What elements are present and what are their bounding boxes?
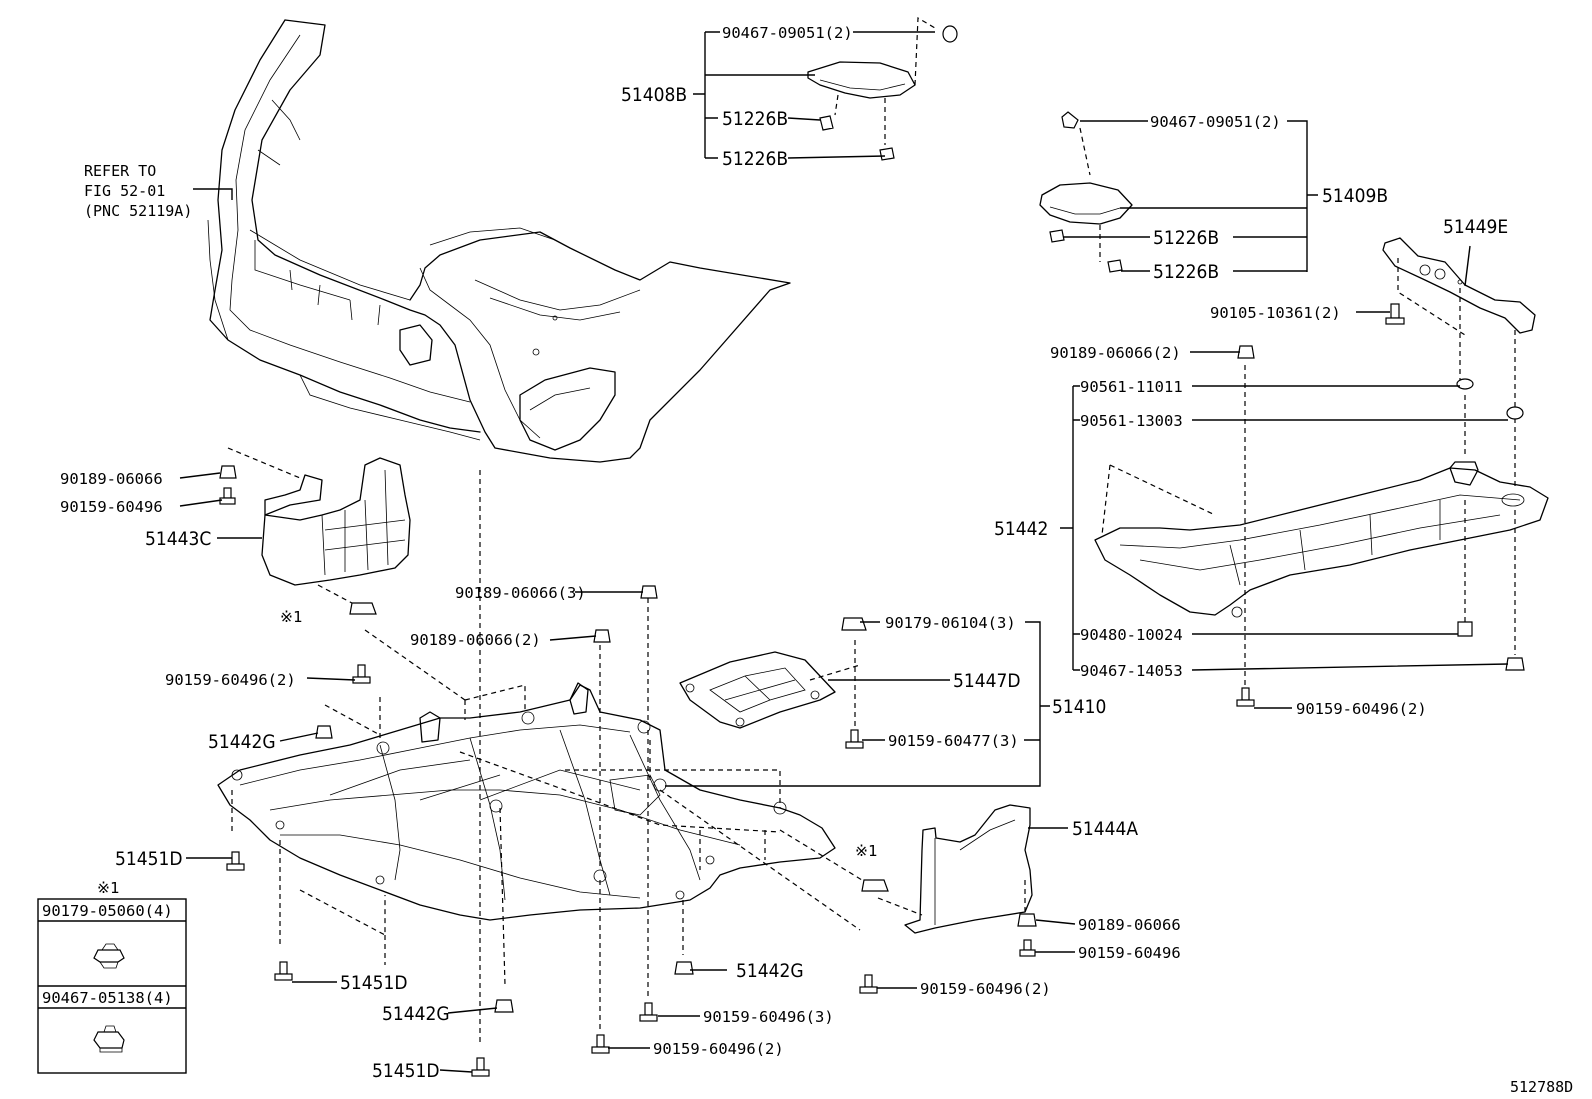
nut-90480-10024	[1457, 621, 1473, 637]
label-90159-60496-2-bottom-right: 90159-60496(2)	[920, 980, 1051, 998]
label-51451d-bottom: 51451D	[372, 1060, 440, 1082]
clip-90189-06066-3	[640, 585, 658, 599]
reference-note-line-2: FIG 52-01	[84, 182, 165, 200]
shield-51444a	[877, 804, 1033, 934]
label-90159-60477: 90159-60477(3)	[888, 732, 1019, 750]
label-90159-60496-2-bottom: 90159-60496(2)	[653, 1040, 784, 1058]
under-cover-51442	[1094, 365, 1549, 690]
label-51442: 51442	[994, 518, 1048, 540]
label-51449e: 51449E	[1443, 216, 1508, 238]
label-90480-10024: 90480-10024	[1080, 626, 1183, 644]
fastener-90467-09051-top	[942, 25, 958, 43]
bolt-90159-60496-3	[639, 1002, 658, 1022]
speed-nut-note-left	[349, 602, 377, 615]
bolt-90159-60496-left-top	[219, 487, 236, 505]
label-90189-06066-bottom-right: 90189-06066	[1078, 916, 1181, 934]
label-90105-10361: 90105-10361(2)	[1210, 304, 1341, 322]
fastener-90467-09051-right	[1061, 111, 1079, 129]
label-51444a: 51444A	[1072, 818, 1138, 840]
nut-90561-11011	[1456, 378, 1474, 390]
speed-nut-note-right	[861, 879, 889, 892]
note-mark-left: ※1	[280, 608, 302, 626]
label-51409b: 51409B	[1322, 185, 1388, 207]
nut-90561-13003	[1506, 406, 1524, 420]
label-51451d-bottom-left: 51451D	[340, 972, 408, 994]
bolt-90159-60496-bottom-right	[1019, 939, 1036, 957]
bolt-90159-60496-2-bottom	[591, 1034, 610, 1054]
label-51226b-top-b: 51226B	[722, 148, 788, 170]
clip-51226b-right-a	[1049, 229, 1065, 243]
bolt-90159-60496-2-bottom-right	[859, 974, 878, 994]
speed-nut-90179-06104	[841, 617, 867, 631]
bolt-90159-60496-left-mid	[352, 664, 371, 684]
legend-row-2-part: 90467-05138(4)	[42, 989, 173, 1007]
cover-51409b	[1039, 127, 1133, 262]
legend-box: ※1 90179-05060(4) 90467-05138(4)	[37, 879, 187, 1074]
labels: REFER TO FIG 52-01 (PNC 52119A) 90467-09…	[60, 24, 1573, 1096]
clip-90189-06066-right	[1237, 345, 1255, 359]
label-90159-60496-3: 90159-60496(3)	[703, 1008, 834, 1026]
label-51226b-right-a: 51226B	[1153, 227, 1219, 249]
label-51226b-right-b: 51226B	[1153, 261, 1219, 283]
legend-row-1-part: 90179-05060(4)	[42, 902, 173, 920]
label-51226b-top-a: 51226B	[722, 108, 788, 130]
label-90189-06066-right: 90189-06066(2)	[1050, 344, 1181, 362]
label-90189-06066-3: 90189-06066(3)	[455, 584, 586, 602]
label-51442g-lower-right: 51442G	[736, 960, 804, 982]
legend-mark: ※1	[97, 879, 119, 897]
clip-90189-06066-left	[219, 465, 237, 479]
bracket-51449e	[1382, 237, 1536, 408]
label-90159-60496-bottom-right: 90159-60496	[1078, 944, 1181, 962]
clip-51442g-lower-left	[494, 999, 514, 1013]
cover-51408b	[807, 16, 936, 145]
label-90561-11011: 90561-11011	[1080, 378, 1183, 396]
label-90159-60496-right: 90159-60496(2)	[1296, 700, 1427, 718]
diagram-id: 512788D	[1510, 1078, 1573, 1096]
label-51443c: 51443C	[145, 528, 211, 550]
label-90467-09051-right: 90467-09051(2)	[1150, 113, 1281, 131]
label-90189-06066-2-center: 90189-06066(2)	[410, 631, 541, 649]
label-51442g-lower-left: 51442G	[382, 1003, 450, 1025]
clip-51442g-lower-right	[674, 961, 694, 975]
bolt-51451d-left	[226, 851, 245, 871]
shield-51443c	[227, 447, 466, 701]
bolt-90159-60496-right	[1236, 687, 1255, 707]
label-51442g-upper: 51442G	[208, 731, 276, 753]
clip-51442g-upper	[315, 725, 333, 739]
label-90467-14053: 90467-14053	[1080, 662, 1183, 680]
label-90561-13003: 90561-13003	[1080, 412, 1183, 430]
bolt-51451d-bottom	[471, 1057, 490, 1077]
label-51451d-left: 51451D	[115, 848, 183, 870]
clip-51226b-top-b	[879, 147, 895, 161]
label-90179-06104: 90179-06104(3)	[885, 614, 1016, 632]
label-51447d: 51447D	[953, 670, 1021, 692]
label-90467-09051-top: 90467-09051(2)	[722, 24, 853, 42]
label-90159-60496-2-left: 90159-60496(2)	[165, 671, 296, 689]
panel-51447d	[679, 640, 861, 740]
label-90189-06066-left: 90189-06066	[60, 470, 163, 488]
reference-note-line-1: REFER TO	[84, 162, 156, 180]
clip-nut-icon	[93, 1025, 125, 1053]
bolt-51451d-bottom-left	[274, 961, 293, 981]
clip-90189-06066-2	[593, 629, 611, 643]
clip-51226b-right-b	[1107, 259, 1123, 273]
bolt-90105-10361	[1385, 303, 1405, 325]
note-mark-right: ※1	[855, 842, 877, 860]
label-51408b: 51408B	[621, 84, 687, 106]
engine-under-cover-51410	[217, 470, 863, 1045]
clip-90189-06066-bottom-right	[1017, 913, 1037, 927]
speed-nut-icon	[93, 943, 125, 969]
front-bumper-cover	[207, 19, 791, 463]
clip-51226b-top-a	[819, 115, 834, 131]
label-51410: 51410	[1052, 696, 1106, 718]
bolt-90159-60477	[845, 729, 864, 749]
reference-note-line-3: (PNC 52119A)	[84, 202, 192, 220]
label-90159-60496-left: 90159-60496	[60, 498, 163, 516]
leader-lines	[179, 31, 1509, 1073]
clip-90467-14053	[1505, 657, 1525, 671]
